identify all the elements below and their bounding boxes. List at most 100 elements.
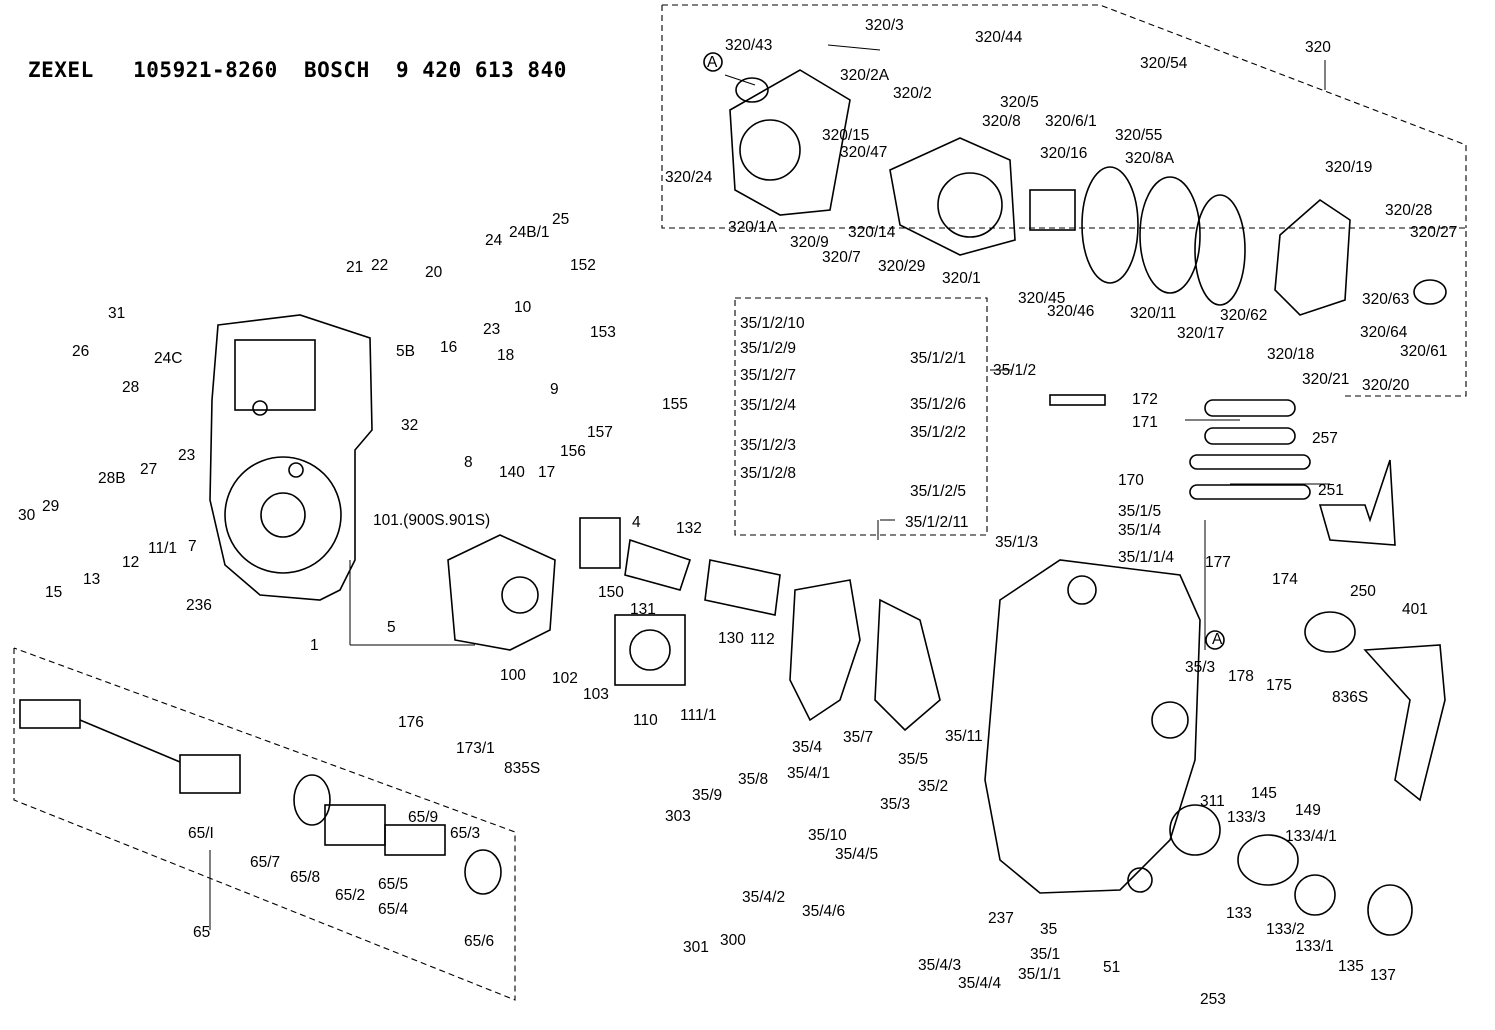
- part-label: 35/1/1/4: [1118, 549, 1174, 566]
- part-label: 15: [45, 584, 62, 601]
- part-label: 17: [538, 464, 555, 481]
- part-label: 102: [552, 670, 578, 687]
- part-label: 25: [552, 211, 569, 228]
- part-label: 133/2: [1266, 921, 1305, 938]
- part-label: 152: [570, 257, 596, 274]
- part-label: 149: [1295, 802, 1321, 819]
- part-label: 101.(900S.901S): [373, 512, 490, 529]
- part-label: 320/16: [1040, 145, 1087, 162]
- part-label: 100: [500, 667, 526, 684]
- part-label: 320/8A: [1125, 150, 1175, 167]
- part-label: 320/20: [1362, 377, 1410, 394]
- part-label: 65/I: [188, 825, 214, 842]
- part-label: 320/54: [1140, 55, 1188, 72]
- part-label: 1: [310, 637, 319, 654]
- part-label: 320/14: [848, 224, 896, 241]
- part-label: 103: [583, 686, 609, 703]
- part-label: 253: [1200, 991, 1226, 1008]
- part-label: 320/61: [1400, 343, 1447, 360]
- part-label: 22: [371, 257, 388, 274]
- part-label: 320/15: [822, 127, 869, 144]
- part-label: 5: [387, 619, 396, 636]
- part-label: 35/9: [692, 787, 722, 804]
- part-label: 170: [1118, 472, 1144, 489]
- part-label: 35/1/3: [995, 534, 1038, 551]
- part-label: 35/4/1: [787, 765, 830, 782]
- part-label: 133/1: [1295, 938, 1334, 955]
- callout-a-right: [1205, 630, 1225, 650]
- part-label: 320/43: [725, 37, 772, 54]
- part-label: 320/18: [1267, 346, 1314, 363]
- part-label: 250: [1350, 583, 1376, 600]
- part-label: 35/4/5: [835, 846, 878, 863]
- part-label: 35/1/2/7: [740, 367, 796, 384]
- part-label: 28: [122, 379, 139, 396]
- part-label: 24: [485, 232, 503, 249]
- part-label: 177: [1205, 554, 1231, 571]
- pump-housing-right: [984, 559, 1221, 894]
- part-label: 320/9: [790, 234, 829, 251]
- part-label: 65/9: [408, 809, 438, 826]
- part-label: 153: [590, 324, 616, 341]
- part-label: 18: [497, 347, 514, 364]
- part-label: 35/1/5: [1118, 503, 1161, 520]
- diagram-title: ZEXEL 105921-8260 BOSCH 9 420 613 840: [28, 58, 567, 82]
- group-outlines: [13, 4, 1467, 1001]
- part-label: 300: [720, 932, 746, 949]
- part-label: 65/6: [464, 933, 494, 950]
- part-label: 35/4/2: [742, 889, 785, 906]
- part-label: 320/2: [893, 85, 932, 102]
- part-label: 35/1/2/5: [910, 483, 966, 500]
- part-label: 35/1/2/9: [740, 340, 796, 357]
- part-label: 320/21: [1302, 371, 1349, 388]
- part-label: 35/2: [918, 778, 948, 795]
- part-label: 320/47: [840, 144, 887, 161]
- part-label: 65/8: [290, 869, 320, 886]
- part-label: 35/7: [843, 729, 873, 746]
- part-label: 20: [425, 264, 443, 281]
- part-label: 110: [633, 712, 658, 729]
- part-label: 320/19: [1325, 159, 1372, 176]
- part-label: 65: [193, 924, 210, 941]
- part-label: 175: [1266, 677, 1292, 694]
- part-label: 26: [72, 343, 89, 360]
- part-label: 320/62: [1220, 307, 1267, 324]
- part-label: 320/24: [665, 169, 713, 186]
- part-label: 320/7: [822, 249, 861, 266]
- part-label: 132: [676, 520, 702, 537]
- part-label: 137: [1370, 967, 1396, 984]
- part-label: 35/8: [738, 771, 768, 788]
- part-label: 28B: [98, 470, 126, 487]
- callout-a-top: [703, 52, 723, 72]
- part-label: 401: [1402, 601, 1428, 618]
- governor-parts: [447, 394, 1446, 936]
- part-label: 320/17: [1177, 325, 1224, 342]
- part-label: 27: [140, 461, 157, 478]
- part-label: 157: [587, 424, 613, 441]
- part-label: 257: [1312, 430, 1338, 447]
- part-label: 150: [598, 584, 624, 601]
- part-label: 320/64: [1360, 324, 1408, 341]
- part-label: 236: [186, 597, 212, 614]
- part-label: 320/8: [982, 113, 1021, 130]
- part-label: 24B/1: [509, 224, 550, 241]
- part-label: 9: [550, 381, 559, 398]
- part-label: 35/4/6: [802, 903, 845, 920]
- part-label: 23: [483, 321, 500, 338]
- part-label: 35/1/2/1: [910, 350, 966, 367]
- part-label: 251: [1318, 482, 1344, 499]
- part-label: 320/63: [1362, 291, 1409, 308]
- pump-housing-left: [209, 314, 373, 601]
- advance-unit-320: [729, 69, 1447, 316]
- part-label: 24C: [154, 350, 182, 367]
- part-label: 237: [988, 910, 1014, 927]
- part-label: 320/1: [942, 270, 981, 287]
- part-label: 35/1/2/3: [740, 437, 796, 454]
- part-label: 35/10: [808, 827, 847, 844]
- part-label: 35/4: [792, 739, 823, 756]
- part-label: 4: [632, 514, 641, 531]
- part-label: 133/3: [1227, 809, 1266, 826]
- part-label: 301: [683, 939, 709, 956]
- part-label: 30: [18, 507, 36, 524]
